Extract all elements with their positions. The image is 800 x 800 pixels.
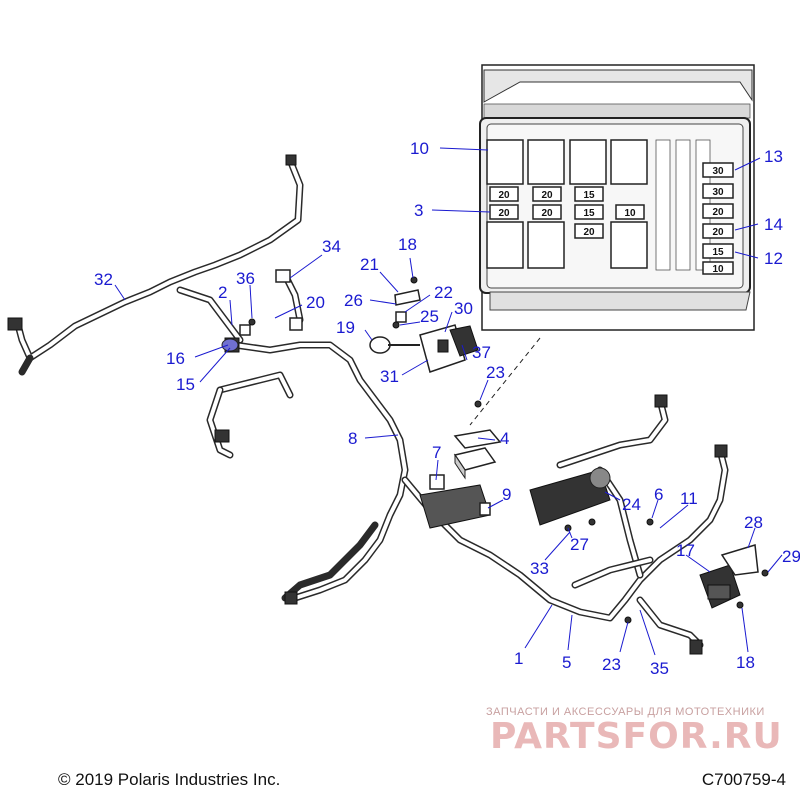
diagram-code: C700759-4: [701, 770, 786, 789]
callout-3: 3: [414, 201, 423, 220]
callout-32: 32: [94, 270, 113, 289]
callout-18-bottom: 18: [736, 653, 755, 672]
fuse-label: 15: [583, 208, 595, 219]
callout-30: 30: [454, 299, 473, 318]
callout-5: 5: [562, 653, 571, 672]
fuse-label: 20: [541, 208, 553, 219]
leader-lines: [114, 147, 783, 656]
components: [7, 154, 769, 655]
inset-pointer-line: [469, 337, 541, 426]
callout-12: 12: [764, 249, 783, 268]
callout-31: 31: [380, 367, 399, 386]
callout-13: 13: [764, 147, 783, 166]
callout-25: 25: [420, 307, 439, 326]
fuse-label: 10: [712, 264, 724, 275]
callout-7: 7: [432, 443, 441, 462]
fuse-label: 10: [624, 208, 636, 219]
callout-34: 34: [322, 237, 341, 256]
callout-1: 1: [514, 649, 523, 668]
fuse-label: 20: [583, 227, 595, 238]
callout-8: 8: [348, 429, 357, 448]
callout-18-top: 18: [398, 235, 417, 254]
callout-37: 37: [472, 343, 491, 362]
callout-10: 10: [410, 139, 429, 158]
callout-19: 19: [336, 318, 355, 337]
callout-2: 2: [218, 283, 227, 302]
callout-4: 4: [500, 429, 509, 448]
fuse-label: 20: [498, 190, 510, 201]
watermark-tagline: ЗАПЧАСТИ И АКСЕССУАРЫ ДЛЯ МОТОТЕХНИКИ: [486, 706, 765, 718]
callout-23-top: 23: [486, 363, 505, 382]
callout-labels: 10 3 13 14 12 32 34 18 21 36 2 20 22 26 …: [94, 139, 800, 678]
callout-35: 35: [650, 659, 669, 678]
fuse-row-2: 20 20 15 10 20: [489, 204, 645, 239]
fuse-label: 20: [541, 190, 553, 201]
fuse-label: 15: [712, 247, 724, 258]
callout-24: 24: [622, 495, 641, 514]
fuse-label: 20: [712, 227, 724, 238]
callout-36: 36: [236, 269, 255, 288]
watermark-logo: PARTSFOR.RU: [490, 716, 783, 757]
callout-14: 14: [764, 215, 783, 234]
fuse-label: 30: [712, 187, 724, 198]
callout-23-bottom: 23: [602, 655, 621, 674]
fuse-row-1: 20 20 15: [489, 186, 604, 202]
callout-22: 22: [434, 283, 453, 302]
callout-20: 20: [306, 293, 325, 312]
fuse-label: 30: [712, 166, 724, 177]
wire-harness: [14, 156, 729, 649]
callout-11: 11: [680, 489, 698, 508]
fuse-label: 20: [712, 207, 724, 218]
fuse-label: 15: [583, 190, 595, 201]
fuse-column-right: 30 30 20 20 15 10: [702, 162, 734, 275]
callout-27: 27: [570, 535, 589, 554]
callout-21: 21: [360, 255, 379, 274]
callout-26: 26: [344, 291, 363, 310]
callout-16: 16: [166, 349, 185, 368]
callout-15: 15: [176, 375, 195, 394]
fuse-label: 20: [498, 208, 510, 219]
callout-28: 28: [744, 513, 763, 532]
callout-17: 17: [676, 541, 695, 560]
callout-29: 29: [782, 547, 800, 566]
callout-6: 6: [654, 485, 663, 504]
callout-9: 9: [502, 485, 511, 504]
copyright-text: © 2019 Polaris Industries Inc.: [58, 770, 281, 789]
callout-33: 33: [530, 559, 549, 578]
fusebox-inset: 20 20 15 20 20 15 10 20 30 30 20 20: [479, 64, 755, 331]
